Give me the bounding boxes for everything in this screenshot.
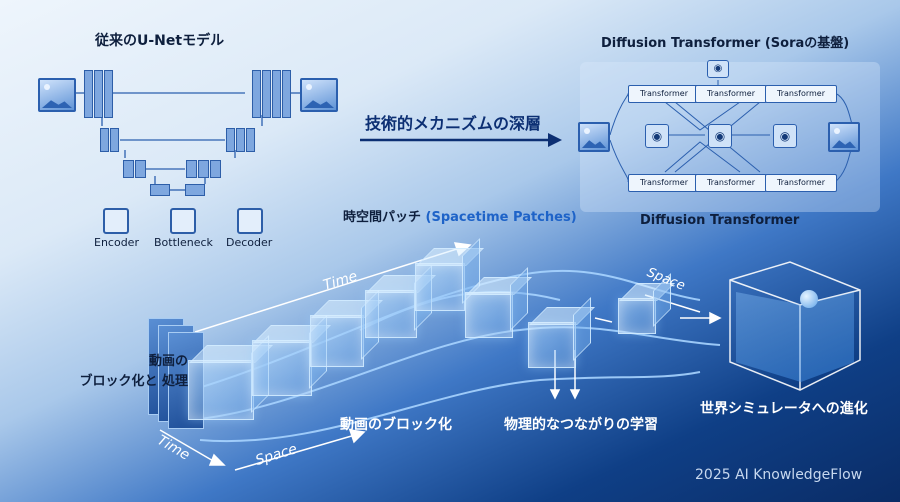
legend-decoder-label: Decoder: [226, 236, 273, 249]
unet-decoder-block: [272, 70, 281, 118]
unet-decoder-block: [236, 128, 245, 152]
attention-eye-icon: ◉: [645, 124, 669, 148]
unet-decoder-block: [226, 128, 235, 152]
world-simulator-cube: [736, 292, 854, 382]
patch-cube: [188, 335, 273, 420]
unet-encoder-block: [123, 160, 134, 178]
unet-output-image-icon: [300, 78, 338, 112]
unet-title: 従来のU-Netモデル: [95, 33, 225, 49]
unet-decoder-block: [186, 160, 197, 178]
eye-icon: ◉: [707, 60, 729, 78]
legend-encoder-label: Encoder: [94, 236, 139, 249]
patch-cube: [618, 273, 675, 334]
unet-decoder-block: [282, 70, 291, 118]
attention-eye-icon: ◉: [708, 124, 732, 148]
video-blocking-line1: 動画の: [148, 354, 188, 369]
patch-cube: [465, 267, 532, 338]
patch-cube: [310, 290, 383, 367]
dit-input-frames-icon: [578, 122, 610, 152]
attention-eye-icon: ◉: [773, 124, 797, 148]
unet-input-image-icon: [38, 78, 76, 112]
transformer-block: Transformer: [765, 85, 837, 103]
unet-bottleneck-block: [185, 184, 205, 196]
patches-title: 時空間パッチ (Spacetime Patches): [343, 206, 577, 225]
unet-encoder-block: [100, 128, 109, 152]
simulation-sphere-icon: [800, 290, 818, 308]
unet-decoder-block: [262, 70, 271, 118]
unet-encoder-block: [94, 70, 103, 118]
encoder-icon: [103, 208, 129, 234]
transformer-block: Transformer: [765, 174, 837, 192]
patch-cube: [365, 265, 436, 338]
world-sim-label: 世界シミュレータへの進化: [700, 401, 868, 417]
unet-encoder-block: [135, 160, 146, 178]
legend-bottleneck-label: Bottleneck: [154, 236, 213, 249]
unet-decoder-block: [246, 128, 255, 152]
video-block-label: 動画のブロック化: [340, 417, 452, 433]
unet-encoder-block: [84, 70, 93, 118]
patches-title-jp: 時空間パッチ: [343, 210, 422, 225]
bottleneck-icon: [170, 208, 196, 234]
dit-caption: Diffusion Transformer: [640, 213, 800, 228]
dit-title: Diffusion Transformer (Soraの基盤): [601, 36, 850, 51]
unet-decoder-block: [210, 160, 221, 178]
dit-output-frames-icon: [828, 122, 860, 152]
patch-cube: [415, 238, 484, 311]
unet-bottleneck-block: [150, 184, 170, 196]
video-blocking-line2: ブロック化と 処理: [79, 374, 188, 389]
decoder-icon: [237, 208, 263, 234]
patch-cube: [528, 297, 595, 368]
unet-encoder-block: [104, 70, 113, 118]
patches-title-en: (Spacetime Patches): [425, 210, 577, 225]
patch-cube: [252, 315, 331, 396]
unet-decoder-block: [252, 70, 261, 118]
transformer-block: Transformer: [695, 174, 767, 192]
mechanism-label: 技術的メカニズムの深層: [365, 114, 542, 133]
unet-decoder-block: [198, 160, 209, 178]
unet-encoder-block: [110, 128, 119, 152]
footer-credit: 2025 AI KnowledgeFlow: [695, 467, 863, 483]
physics-learning-label: 物理的なつながりの学習: [504, 417, 658, 433]
video-blocking-label: 動画の ブロック化と 処理: [58, 352, 188, 392]
